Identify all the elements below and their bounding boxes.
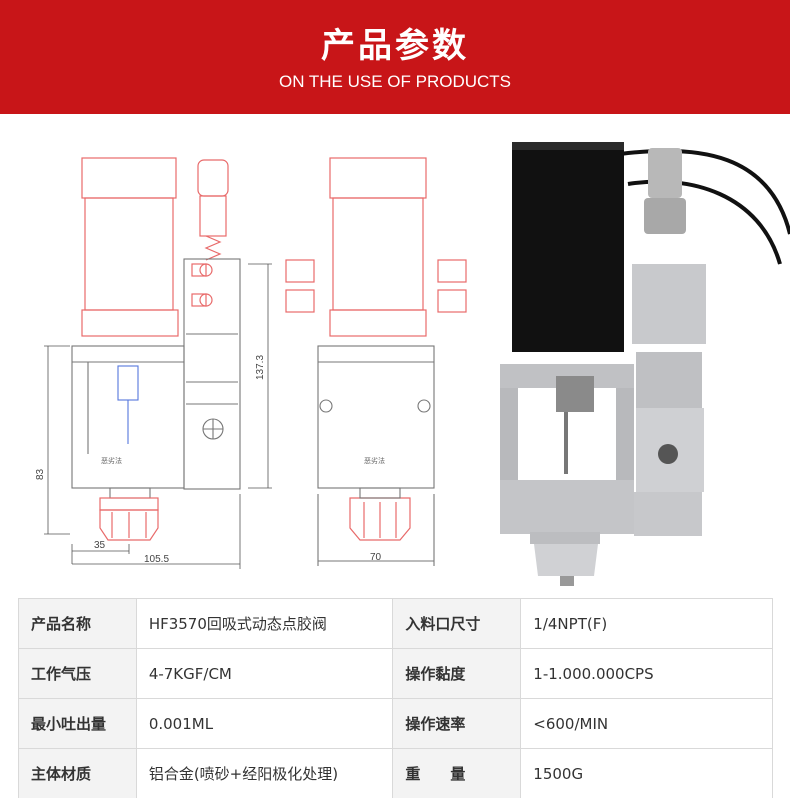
dim-height-lower: 83 (35, 468, 46, 480)
front-view-body (71, 258, 241, 499)
spec-label: 重 量 (392, 748, 522, 798)
spec-value: 1500G (520, 748, 773, 798)
spec-value: 1-1.000.000CPS (520, 648, 773, 699)
spec-label: 工作气压 (18, 648, 137, 699)
front-view (81, 157, 229, 337)
page-subtitle: ON THE USE OF PRODUCTS (278, 72, 512, 91)
table-row: 产品名称 HF3570回吸式动态点胶阀 入料口尺寸 1/4NPT(F) (18, 598, 773, 649)
spec-value: HF3570回吸式动态点胶阀 (135, 598, 394, 649)
front-dimensions (44, 263, 272, 569)
dim-width-total: 105.5 (144, 554, 169, 565)
spec-label: 产品名称 (18, 598, 137, 649)
technical-drawing: 恶劣法 137.3 83 35 105.5 恶劣法 70 (35, 142, 790, 586)
side-body-label: 恶劣法 (364, 456, 385, 465)
specs-table: 产品名称 HF3570回吸式动态点胶阀 入料口尺寸 1/4NPT(F) 工作气压… (18, 598, 773, 798)
spec-value: 1/4NPT(F) (520, 598, 773, 649)
page-title: 产品参数 (321, 26, 469, 66)
spec-value: 4-7KGF/CM (135, 648, 394, 699)
spec-label: 入料口尺寸 (392, 598, 522, 649)
dim-width-side: 70 (370, 552, 382, 563)
table-row: 主体材质 铝合金(喷砂+经阳极化处理) 重 量 1500G (18, 748, 773, 798)
front-body-label: 恶劣法 (101, 456, 122, 465)
spec-label: 主体材质 (18, 748, 137, 798)
spec-label: 操作黏度 (392, 648, 522, 699)
front-nozzle (99, 497, 159, 541)
header-banner: 产品参数 ON THE USE OF PRODUCTS (0, 0, 790, 114)
product-photo (500, 142, 790, 586)
table-row: 工作气压 4-7KGF/CM 操作黏度 1-1.000.000CPS (18, 648, 773, 699)
table-row: 最小吐出量 0.001ML 操作速率 <600/MIN (18, 698, 773, 749)
spec-value: <600/MIN (520, 698, 773, 749)
dim-height-total: 137.3 (255, 355, 266, 380)
side-view (285, 157, 467, 541)
spec-value: 铝合金(喷砂+经阳极化处理) (135, 748, 394, 798)
dim-width-nozzle: 35 (94, 540, 106, 551)
spec-label: 操作速率 (392, 698, 522, 749)
spec-value: 0.001ML (135, 698, 394, 749)
spec-label: 最小吐出量 (18, 698, 137, 749)
side-view-body (317, 345, 435, 566)
